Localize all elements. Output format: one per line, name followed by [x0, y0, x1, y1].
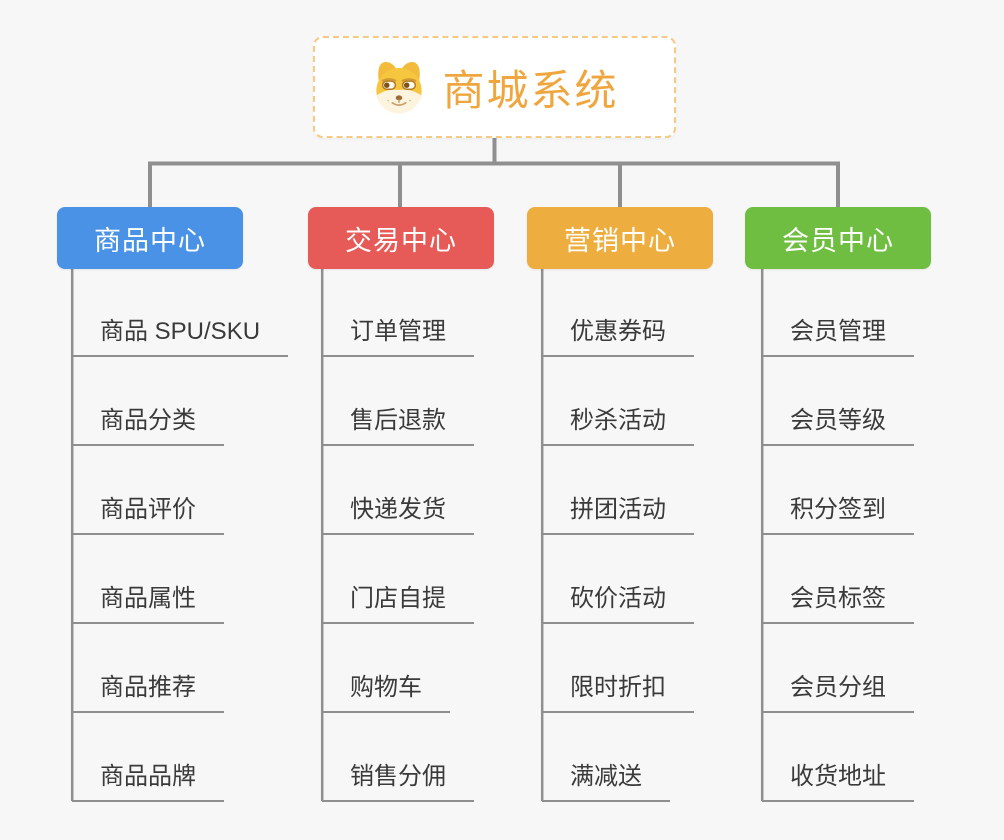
leaf-node[interactable]: 收货地址 — [762, 760, 914, 802]
branch-node-member-center[interactable]: 会员中心 — [745, 207, 931, 269]
leaf-node[interactable]: 售后退款 — [322, 404, 474, 446]
branch-node-trade-center[interactable]: 交易中心 — [308, 207, 494, 269]
leaf-node[interactable]: 订单管理 — [322, 315, 474, 357]
leaf-node[interactable]: 商品推荐 — [72, 671, 224, 713]
leaf-node[interactable]: 会员标签 — [762, 582, 914, 624]
leaf-node[interactable]: 秒杀活动 — [542, 404, 694, 446]
doge-icon — [376, 61, 423, 114]
root-title: 商城系统 — [442, 66, 619, 114]
leaf-node[interactable]: 门店自提 — [322, 582, 474, 624]
leaf-node[interactable]: 商品品牌 — [72, 760, 224, 802]
leaf-node[interactable]: 拼团活动 — [542, 493, 694, 535]
branch-node-marketing-center[interactable]: 营销中心 — [527, 207, 713, 269]
leaf-node[interactable]: 商品评价 — [72, 493, 224, 535]
leaf-node[interactable]: 满减送 — [542, 760, 670, 802]
leaf-node[interactable]: 商品分类 — [72, 404, 224, 446]
leaf-node[interactable]: 销售分佣 — [322, 760, 474, 802]
leaf-node[interactable]: 购物车 — [322, 671, 450, 713]
leaf-node[interactable]: 会员管理 — [762, 315, 914, 357]
root-node[interactable]: 商城系统 — [313, 36, 676, 138]
leaf-node[interactable]: 优惠券码 — [542, 315, 694, 357]
leaf-node[interactable]: 商品属性 — [72, 582, 224, 624]
leaf-node[interactable]: 限时折扣 — [542, 671, 694, 713]
leaf-node[interactable]: 会员等级 — [762, 404, 914, 446]
leaf-node[interactable]: 积分签到 — [762, 493, 914, 535]
leaf-node[interactable]: 商品 SPU/SKU — [72, 315, 289, 357]
branch-node-product-center[interactable]: 商品中心 — [57, 207, 243, 269]
leaf-node[interactable]: 快递发货 — [322, 493, 474, 535]
leaf-node[interactable]: 会员分组 — [762, 671, 914, 713]
leaf-node[interactable]: 砍价活动 — [542, 582, 694, 624]
